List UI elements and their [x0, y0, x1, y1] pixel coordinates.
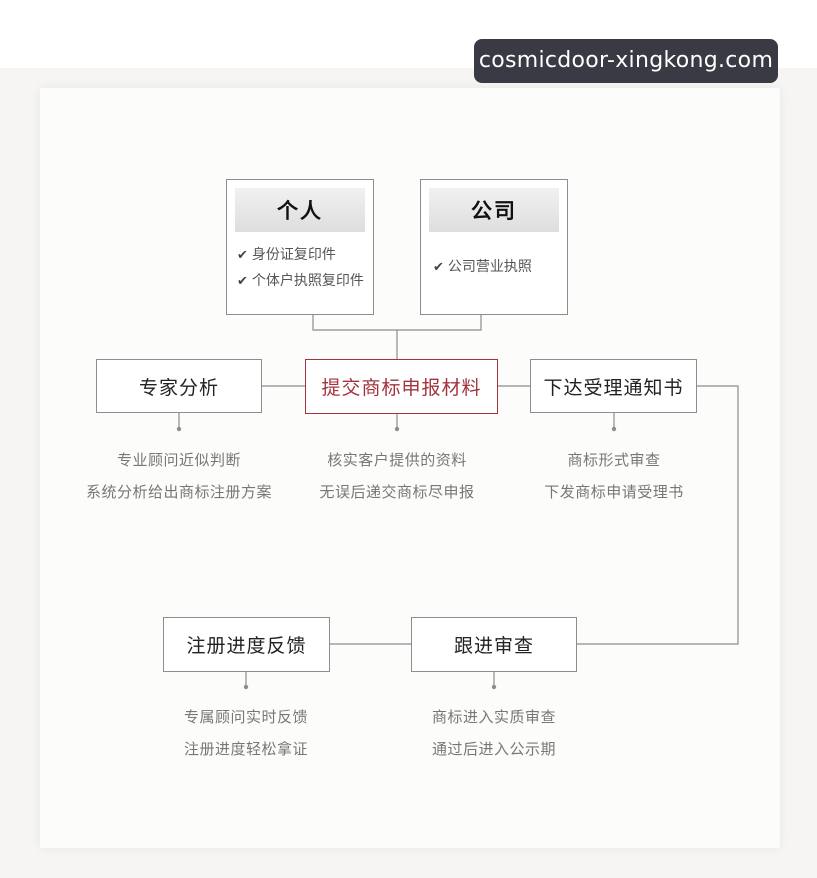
- step-desc-line: 专属顾问实时反馈: [183, 708, 308, 726]
- step-desc-line: 无误后递交商标尽申报: [319, 483, 475, 501]
- dot-submit: [394, 426, 400, 432]
- step-desc-line: 商标形式审查: [567, 451, 661, 469]
- dot-notice: [611, 426, 617, 432]
- watermark: cosmicdoor-xingkong.com: [474, 39, 778, 83]
- connector-groups-to-submit: [312, 314, 482, 331]
- group-company: 公司 ✔公司营业执照: [420, 179, 568, 315]
- group-personal-title: 个人: [235, 188, 365, 232]
- dot-feedback: [243, 684, 249, 690]
- step-desc-line: 核实客户提供的资料: [327, 451, 467, 469]
- step-desc-line: 注册进度轻松拿证: [183, 740, 308, 758]
- requirement-label: 公司营业执照: [447, 259, 532, 275]
- diagram-card: [40, 88, 780, 848]
- step-desc-line: 系统分析给出商标注册方案: [85, 483, 272, 501]
- step-desc-line: 通过后进入公示期: [431, 740, 556, 758]
- connector-notice-review: [577, 385, 739, 645]
- step-progress-feedback: 注册进度反馈: [163, 617, 330, 672]
- step-submit-materials: 提交商标申报材料: [305, 359, 498, 414]
- requirement-label: 身份证复印件: [251, 247, 336, 263]
- group-personal: 个人 ✔身份证复印件 ✔个体户执照复印件: [226, 179, 374, 315]
- step-desc-line: 专业顾问近似判断: [116, 451, 241, 469]
- dot-expert: [176, 426, 182, 432]
- step-issue-notice: 下达受理通知书: [530, 359, 697, 413]
- check-icon: ✔: [433, 260, 444, 275]
- step-desc-line: 下发商标申请受理书: [544, 483, 684, 501]
- check-icon: ✔: [237, 274, 248, 289]
- requirement-item: ✔身份证复印件: [237, 244, 336, 264]
- requirement-item: ✔个体户执照复印件: [237, 270, 364, 290]
- requirement-item: ✔公司营业执照: [433, 256, 532, 276]
- step-expert-analysis: 专家分析: [96, 359, 262, 413]
- dot-review: [491, 684, 497, 690]
- step-follow-review: 跟进审查: [411, 617, 577, 672]
- step-desc-line: 商标进入实质审查: [431, 708, 556, 726]
- group-company-title: 公司: [429, 188, 559, 232]
- check-icon: ✔: [237, 248, 248, 263]
- requirement-label: 个体户执照复印件: [251, 273, 364, 289]
